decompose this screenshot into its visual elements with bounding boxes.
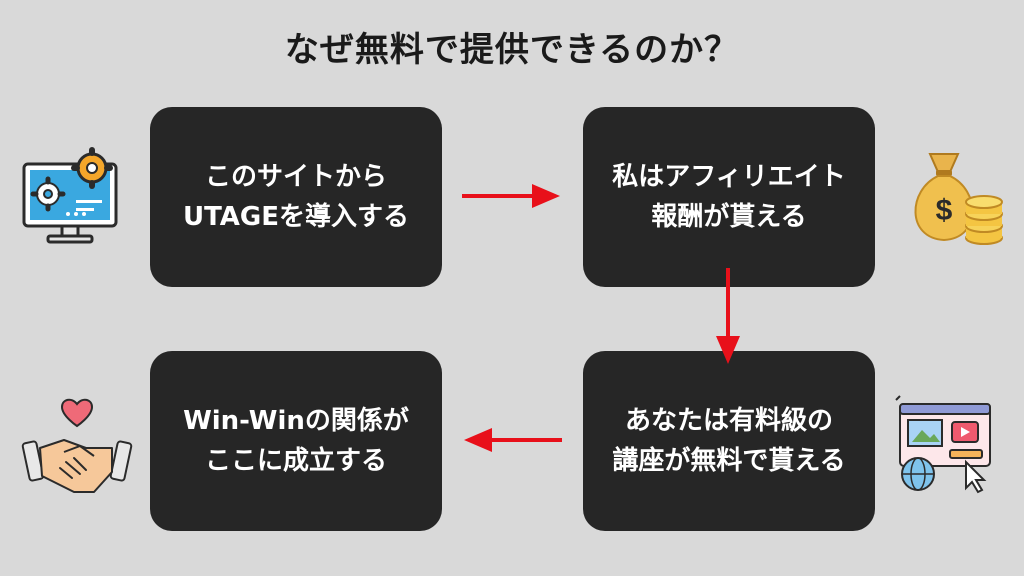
step-box-1: このサイトから UTAGEを導入する: [150, 107, 442, 287]
step-2-line-1: 私はアフィリエイト: [612, 162, 846, 192]
monitor-gears-icon: [22, 147, 118, 244]
step-4-line-1: Win-Winの関係が: [183, 406, 409, 436]
step-4-line-2: ここに成立する: [204, 446, 387, 476]
step-2-line-2: 報酬が貰える: [651, 202, 807, 232]
step-1-line-2: UTAGEを導入する: [182, 202, 410, 232]
svg-text:$: $: [936, 194, 953, 227]
step-1-line-1: このサイトから: [204, 162, 387, 192]
step-box-3: あなたは有料級の 講座が無料で貰える: [583, 351, 875, 531]
arrow-down: [716, 268, 740, 364]
handshake-heart-icon: [21, 398, 133, 493]
step-box-2: 私はアフィリエイト 報酬が貰える: [583, 107, 875, 287]
arrow-left: [464, 428, 562, 452]
step-box-4: Win-Winの関係が ここに成立する: [150, 351, 442, 531]
step-3-line-2: 講座が無料で貰える: [612, 446, 846, 476]
online-course-icon: [895, 395, 991, 494]
page-title: なぜ無料で提供できるのか？: [284, 30, 740, 70]
step-3-line-1: あなたは有料級の: [624, 406, 833, 436]
money-bag-icon: $: [914, 153, 1003, 245]
arrow-right: [462, 184, 560, 208]
